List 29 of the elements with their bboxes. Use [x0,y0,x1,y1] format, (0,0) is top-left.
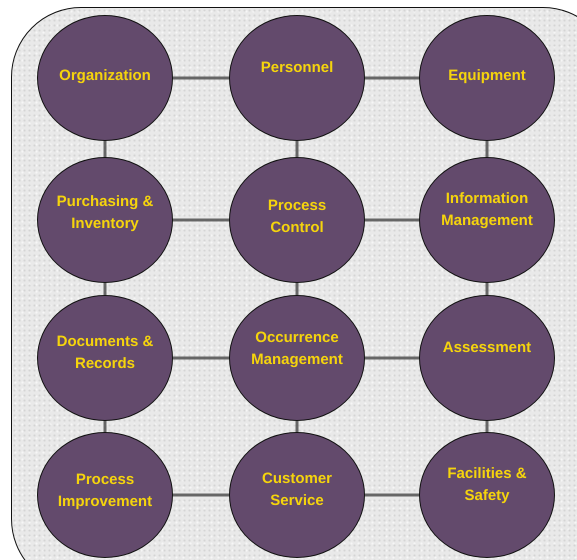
connector-line [296,283,298,295]
node-label: Facilities & Safety [446,464,528,506]
connector-line [104,141,106,157]
connector-line [365,494,419,496]
connector-line [173,218,229,222]
connector-line [365,218,419,222]
node-label: Personnel [260,58,334,78]
connector-line [296,141,298,157]
node-label: Information Management [440,189,534,231]
node-label: Process Improvement [56,470,154,512]
connector-line [104,421,106,432]
connector-line [173,356,229,360]
node-label: Process Control [266,196,328,238]
connector-line [173,494,229,496]
connector-line [296,421,298,432]
connector-line [173,76,229,80]
node-label: Purchasing & Inventory [56,192,154,234]
connector-line [104,283,106,295]
node-label: Occurrence Management [250,328,344,370]
connector-line [365,356,419,360]
connector-line [486,283,488,295]
connector-line [365,76,419,80]
node-label: Documents & Records [56,332,154,374]
connector-line [486,141,488,157]
node-label: Assessment [442,338,532,358]
node-label: Organization [59,66,151,86]
node-label: Equipment [448,66,526,86]
node-label: Customer Service [260,469,333,511]
connector-line [486,421,488,432]
